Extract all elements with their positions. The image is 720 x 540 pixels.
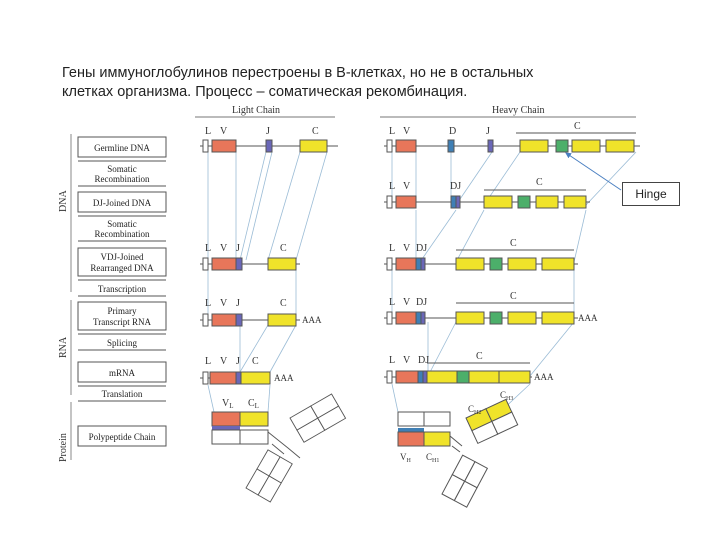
- hc-dj-V: V: [403, 181, 411, 192]
- hc-mrna-L: L: [389, 355, 395, 366]
- lc-rna-L: L: [205, 298, 211, 309]
- hc-protein-VH: VH: [400, 452, 412, 464]
- lc-mrna-J: J: [236, 356, 240, 367]
- step-transcription: Transcription: [98, 284, 147, 294]
- step-dj-joined: DJ-Joined DNA: [93, 198, 152, 208]
- lc-mrna-polyA: AAA: [274, 373, 294, 383]
- hc-germline-J: J: [486, 126, 490, 137]
- hinge-exon: [556, 140, 568, 152]
- hc-vdj-C: C: [510, 238, 517, 249]
- step-somatic-1b: Recombination: [95, 174, 150, 184]
- step-vdj-a: VDJ-Joined: [101, 252, 144, 262]
- lc-mrna-L: L: [205, 356, 211, 367]
- hc-mrna-V: V: [403, 355, 411, 366]
- lc-germline-J: J: [266, 126, 270, 137]
- step-vdj-b: Rearranged DNA: [90, 263, 154, 273]
- lc-rna-polyA: AAA: [302, 315, 322, 325]
- lc-rna-V: V: [220, 298, 228, 309]
- lc-rna-C: C: [280, 298, 287, 309]
- step-primary-a: Primary: [108, 306, 137, 316]
- hc-protein-CH1: CH1: [426, 452, 439, 464]
- process-steps: Germline DNA Somatic Recombination DJ-Jo…: [78, 137, 166, 446]
- hc-germline-D: D: [449, 126, 456, 137]
- step-somatic-1a: Somatic: [107, 164, 137, 174]
- light-chain-header: Light Chain: [232, 105, 280, 116]
- lc-vdj-C: C: [280, 243, 287, 254]
- hc-vdj-V: V: [403, 243, 411, 254]
- hc-mrna-C: C: [476, 351, 483, 362]
- step-somatic-2b: Recombination: [95, 229, 150, 239]
- hc-germline-V: V: [403, 126, 411, 137]
- hc-rna-L: L: [389, 297, 395, 308]
- step-polypeptide: Polypeptide Chain: [89, 432, 156, 442]
- step-splicing: Splicing: [107, 338, 138, 348]
- step-primary-b: Transcript RNA: [93, 317, 151, 327]
- lc-protein-CL: CL: [248, 398, 259, 410]
- dna-label: DNA: [58, 190, 69, 212]
- hc-mrna-polyA: AAA: [534, 372, 554, 382]
- hc-vdj-L: L: [389, 243, 395, 254]
- hc-germline-C: C: [574, 121, 581, 132]
- heavy-chain-column: L V D J C L V DJ C L V DJ C: [384, 121, 640, 507]
- lc-vdj-J: J: [236, 243, 240, 254]
- hinge-callout: Hinge: [622, 182, 680, 206]
- hc-protein-CH3: CH3: [500, 390, 513, 402]
- lc-rna-J: J: [236, 298, 240, 309]
- hc-mrna-DJ: DJ: [418, 355, 429, 366]
- step-translation: Translation: [102, 389, 143, 399]
- step-mrna: mRNA: [109, 368, 136, 378]
- hc-rna-DJ: DJ: [416, 297, 427, 308]
- hc-germline-L: L: [389, 126, 395, 137]
- lc-vdj-V: V: [220, 243, 228, 254]
- lc-germline-V: V: [220, 126, 228, 137]
- hc-protein-CH2: CH2: [468, 404, 481, 416]
- hc-dj-C: C: [536, 177, 543, 188]
- lc-mrna-C: C: [252, 356, 259, 367]
- step-germline-dna: Germline DNA: [94, 143, 150, 153]
- lc-germline-L: L: [205, 126, 211, 137]
- hc-rna-C: C: [510, 291, 517, 302]
- lc-vdj-L: L: [205, 243, 211, 254]
- hc-vdj-DJ: DJ: [416, 243, 427, 254]
- hc-rna-polyA: AAA: [578, 313, 598, 323]
- hc-dj-DJ: DJ: [450, 181, 461, 192]
- lc-protein-VL: VL: [222, 398, 234, 410]
- lc-mrna-V: V: [220, 356, 228, 367]
- protein-label: Protein: [58, 433, 69, 462]
- heavy-chain-header: Heavy Chain: [492, 105, 545, 116]
- lc-germline-C: C: [312, 126, 319, 137]
- light-chain-column: L V J C L V J C L V J C AAA L V J C AAA: [200, 126, 346, 502]
- hc-dj-L: L: [389, 181, 395, 192]
- rna-label: RNA: [58, 336, 69, 358]
- step-somatic-2a: Somatic: [107, 219, 137, 229]
- hc-rna-V: V: [403, 297, 411, 308]
